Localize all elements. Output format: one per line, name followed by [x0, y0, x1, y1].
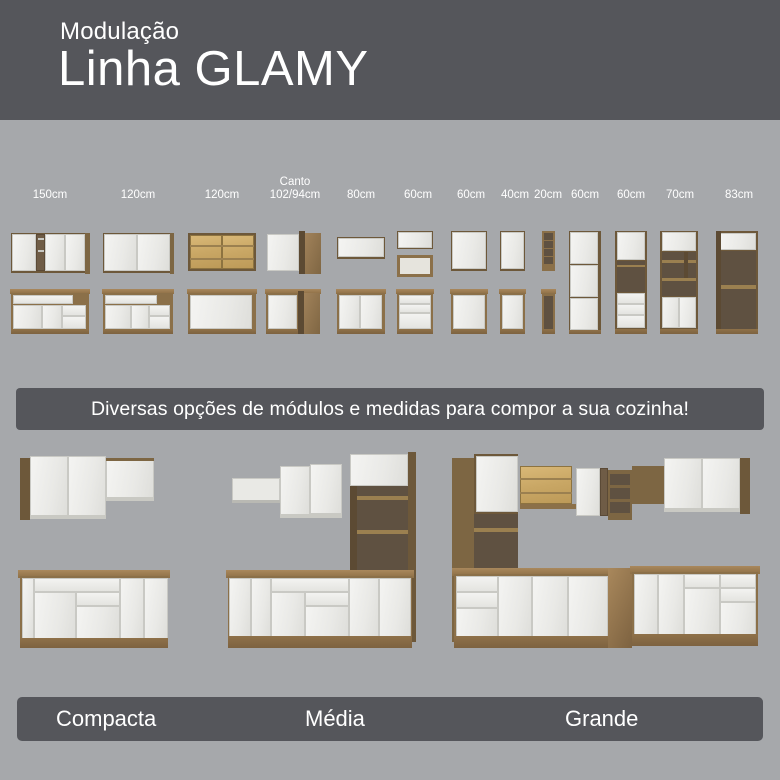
module-thumbnail — [608, 205, 654, 340]
module-label: 20cm — [533, 188, 563, 201]
module-thumbnail — [8, 205, 92, 340]
module-thumbnail — [100, 205, 176, 340]
module-item-83cm-column[interactable]: 83cm — [708, 175, 770, 340]
page-header: Modulação Linha GLAMY — [0, 0, 780, 120]
module-item-40cm[interactable]: 40cm — [494, 175, 536, 340]
module-label: 60cm — [570, 188, 600, 201]
module-label: 83cm — [724, 188, 754, 201]
module-thumbnail — [562, 205, 608, 340]
module-item-120cm-glass[interactable]: 120cm — [185, 175, 259, 340]
module-label: Canto 102/94cm — [269, 176, 321, 201]
module-label: 150cm — [32, 188, 68, 201]
module-item-120cm-a[interactable]: 120cm — [100, 175, 176, 340]
footer-label-grande: Grande — [565, 706, 639, 731]
module-label: 120cm — [204, 188, 240, 201]
footer-label-compacta: Compacta — [56, 706, 157, 731]
module-label: 60cm — [616, 188, 646, 201]
module-item-70cm-column[interactable]: 70cm — [654, 175, 706, 340]
module-label: 120cm — [120, 188, 156, 201]
composition-scenes — [0, 440, 780, 690]
module-item-60cm-niche[interactable]: 60cm — [392, 175, 444, 340]
module-thumbnail — [530, 205, 566, 340]
composition-footer-bar: Compacta Média Grande — [17, 697, 763, 741]
footer-label-media: Média — [305, 706, 365, 731]
module-thumbnail — [185, 205, 259, 340]
module-item-150cm-a[interactable]: 150cm — [8, 175, 92, 340]
module-thumbnail — [392, 205, 444, 340]
banner: Diversas opções de módulos e medidas par… — [16, 388, 764, 430]
module-thumbnail — [654, 205, 706, 340]
module-label: 60cm — [456, 188, 486, 201]
banner-text: Diversas opções de módulos e medidas par… — [90, 397, 690, 420]
module-item-20cm[interactable]: 20cm — [530, 175, 566, 340]
module-label: 80cm — [346, 188, 376, 201]
module-grid: 150cm — [0, 175, 780, 345]
composition-media[interactable] — [222, 440, 432, 690]
module-item-60cm-column-niche[interactable]: 60cm — [608, 175, 654, 340]
module-item-80cm[interactable]: 80cm — [332, 175, 390, 340]
module-item-60cm-column[interactable]: 60cm — [562, 175, 608, 340]
module-label: 60cm — [403, 188, 433, 201]
module-thumbnail — [494, 205, 536, 340]
module-thumbnail — [708, 205, 770, 340]
page-title: Linha GLAMY — [58, 42, 369, 96]
module-item-canto[interactable]: Canto 102/94cm — [263, 175, 327, 340]
module-label: 70cm — [665, 188, 695, 201]
header-subtitle: Modulação — [60, 18, 180, 45]
module-thumbnail — [263, 205, 327, 340]
module-label: 40cm — [500, 188, 530, 201]
module-thumbnail — [332, 205, 390, 340]
module-thumbnail — [446, 205, 496, 340]
composition-grande[interactable] — [440, 440, 780, 690]
composition-compacta[interactable] — [0, 440, 230, 690]
module-item-60cm-single[interactable]: 60cm — [446, 175, 496, 340]
